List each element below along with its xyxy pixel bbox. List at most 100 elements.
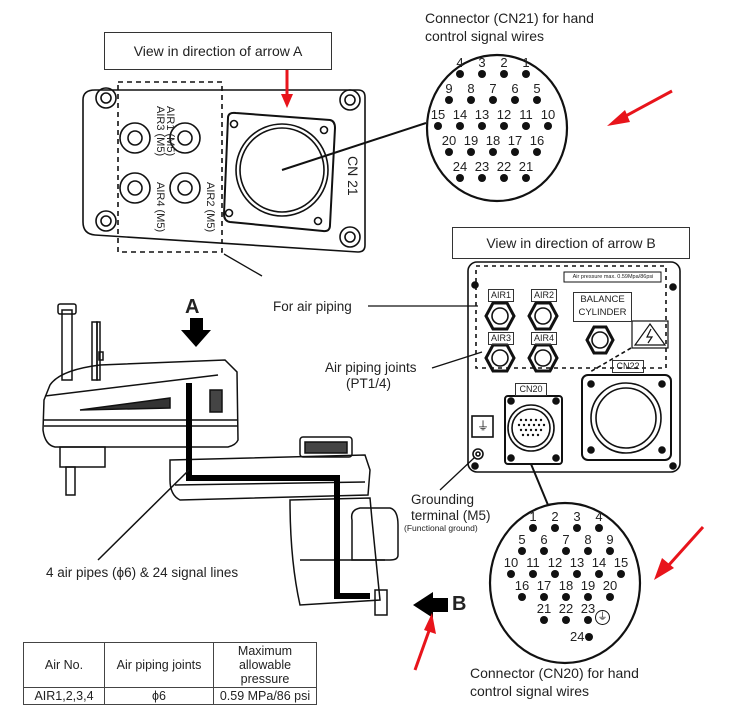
pin-number: 23: [474, 159, 490, 174]
pin-number: 22: [558, 601, 574, 616]
connector-pin: 15: [610, 556, 632, 578]
cn20-plate-label: CN20: [515, 383, 547, 396]
pin-number: 6: [511, 81, 519, 96]
pin-number: 16: [514, 578, 530, 593]
pin-number: 21: [536, 601, 552, 616]
air3-label: AIR3 (M5): [154, 106, 166, 157]
connector-pin: 20: [599, 579, 621, 601]
connector-pin: 5: [511, 533, 533, 555]
connector-pin: 9: [599, 533, 621, 555]
pin-number: 12: [496, 107, 512, 122]
cn21-connector-face: [425, 53, 569, 203]
view-b-title: View in direction of arrow B: [452, 227, 690, 259]
pin-number: 11: [519, 107, 533, 122]
pin-number: 3: [573, 509, 581, 524]
pin-number: 18: [485, 133, 501, 148]
cn21-caption-line2: control signal wires: [425, 28, 545, 44]
pin-number: 4: [595, 509, 603, 524]
pin-dot: [617, 570, 625, 578]
connector-pin: 21: [533, 602, 555, 624]
cable-path: [186, 383, 370, 599]
cn20-connector-face: [488, 501, 642, 665]
pin-dot: [551, 524, 559, 532]
pin-number: 10: [540, 107, 556, 122]
pin-number: 24: [452, 159, 468, 174]
pin-number: 5: [533, 81, 541, 96]
connector-pin: 6: [504, 82, 526, 104]
pin-dot: [500, 174, 508, 182]
air-joints-label-line2: (PT1/4): [346, 376, 392, 391]
air2-label: AIR2 (M5): [204, 182, 216, 233]
pin-dot: [573, 570, 581, 578]
connector-pin: 19: [460, 134, 482, 156]
pin-dot: [529, 570, 537, 578]
connector-pin: 10: [500, 556, 522, 578]
connector-pin: 8: [460, 82, 482, 104]
connector-pin: 6: [533, 533, 555, 555]
for-air-piping-label: For air piping: [273, 299, 352, 314]
view-b-air2: AIR2: [531, 289, 557, 302]
pin-dot: [562, 616, 570, 624]
pin-dot: [533, 96, 541, 104]
pin-number: 1: [529, 509, 537, 524]
pin-number: 22: [496, 159, 512, 174]
pin-dot: [445, 96, 453, 104]
pin-number: 5: [518, 532, 526, 547]
pin-dot: [573, 524, 581, 532]
pin-dot: [562, 593, 570, 601]
header-joints: Air piping joints: [104, 642, 214, 688]
connector-pin: 7: [555, 533, 577, 555]
pin-dot: [595, 524, 603, 532]
connector-pin: 16: [526, 134, 548, 156]
pin-dot: [478, 122, 486, 130]
spec-table: Air No. Air piping joints Maximum allowa…: [23, 642, 317, 705]
pin-number: 12: [547, 555, 563, 570]
pin-dot: [456, 122, 464, 130]
connector-pin: 4: [449, 56, 471, 78]
pin-dot: [584, 616, 592, 624]
ground-label-line1: Grounding: [411, 492, 475, 507]
pin-number: 19: [463, 133, 479, 148]
cn21-plate-label: CN 21: [345, 156, 361, 196]
pin-dot: [584, 547, 592, 555]
connector-pin: 5: [526, 82, 548, 104]
cell-air-no: AIR1,2,3,4: [23, 687, 105, 705]
arrow-a-label: A: [185, 296, 200, 318]
pin-number: 7: [489, 81, 497, 96]
view-b-air1: AIR1: [488, 289, 514, 302]
pin-dot: [500, 122, 508, 130]
pin-dot: [606, 593, 614, 601]
connector-pin: 23: [471, 160, 493, 182]
cell-joints: ϕ6: [104, 687, 214, 705]
pressure-note: Air pressure max. 0.59Mpa/86psi: [572, 274, 654, 280]
pin-dot: [518, 547, 526, 555]
connector-pin: 1: [522, 510, 544, 532]
cn20-caption-line2: control signal wires: [470, 683, 590, 699]
connector-pin: 16: [511, 579, 533, 601]
pin-number: 4: [456, 55, 464, 70]
pin-dot: [522, 70, 530, 78]
pin-number: 2: [551, 509, 559, 524]
pin-number: 14: [452, 107, 468, 122]
pin-dot: [518, 593, 526, 601]
view-a-title: View in direction of arrow A: [104, 32, 332, 70]
arrow-a-icon: [181, 318, 211, 347]
connector-pin: 11: [515, 108, 537, 130]
connector-pin: 24: [449, 160, 471, 182]
connector-pin: 21: [515, 160, 537, 182]
air4-label: AIR4 (M5): [154, 182, 166, 233]
connector-pin: 17: [504, 134, 526, 156]
view-b-plate: [467, 261, 681, 473]
balance-label-line2: CYLINDER: [578, 307, 627, 318]
connector-pin: 22: [493, 160, 515, 182]
balance-label-line1: BALANCE: [580, 294, 625, 305]
pin-dot: [533, 148, 541, 156]
pin-number: 17: [507, 133, 523, 148]
pin-dot: [456, 70, 464, 78]
connector-pin: 11: [522, 556, 544, 578]
pin-dot: [540, 593, 548, 601]
pin-dot: [489, 96, 497, 104]
cn20-caption-line1: Connector (CN20) for hand: [470, 665, 639, 681]
pin-dot: [445, 148, 453, 156]
pin-number: 21: [518, 159, 534, 174]
